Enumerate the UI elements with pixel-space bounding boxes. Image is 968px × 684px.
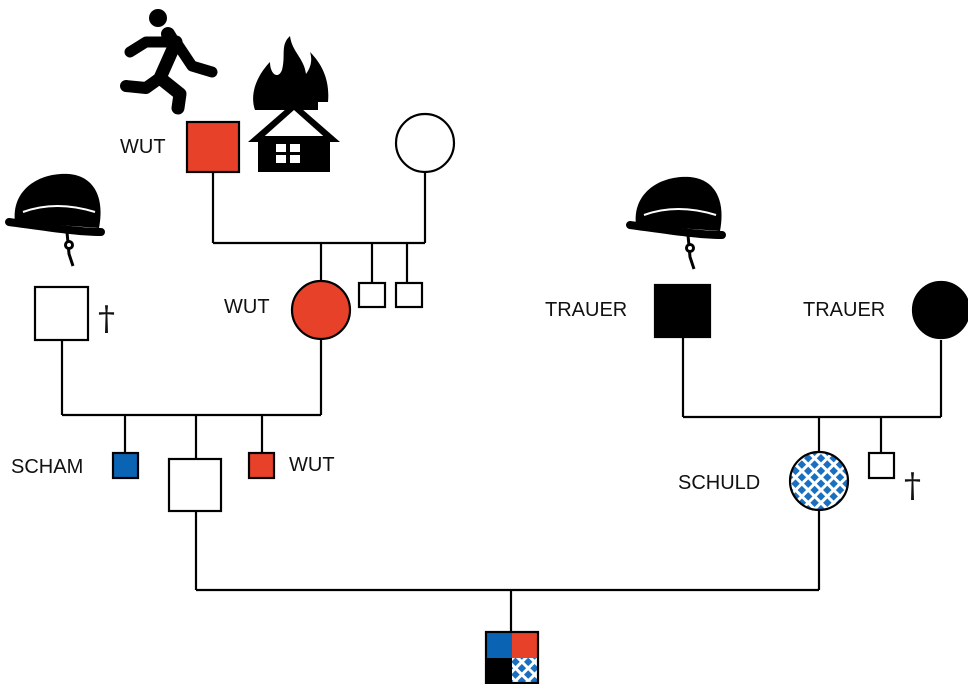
child-quadrant-schuld <box>512 658 538 684</box>
label-scham: SCHAM <box>11 456 83 478</box>
label-trauer-grandfather: TRAUER <box>545 299 627 321</box>
deceased-cross: † <box>98 299 115 339</box>
grandmother-wut-circle <box>290 279 352 341</box>
sibling-square-1 <box>357 281 387 309</box>
child-composite-square <box>484 630 540 684</box>
soldier-helmet-icon <box>626 176 726 270</box>
label-schuld: SCHULD <box>678 472 760 494</box>
child-quadrant-trauer <box>486 658 512 684</box>
child-quadrant-wut <box>512 632 538 658</box>
great-grandfather-wut-square <box>185 120 241 174</box>
father-square <box>167 457 223 513</box>
great-grandmother-circle <box>394 112 456 174</box>
child-square-outline <box>484 630 540 684</box>
mother-schuld-circle <box>788 450 850 512</box>
family-lines <box>60 172 943 632</box>
child-quadrant-scham <box>486 632 512 658</box>
deceased-cross-right: † <box>904 466 921 506</box>
grandmother-trauer-circle <box>911 280 968 340</box>
sibling-square-2 <box>394 281 424 309</box>
burning-house-icon <box>248 36 340 172</box>
soldier-helmet-icon <box>5 173 105 267</box>
label-grandmother: WUT <box>224 296 270 318</box>
label-great-grandfather: WUT <box>120 136 166 158</box>
grandfather-trauer-square <box>653 283 712 339</box>
mother-sibling-square <box>867 451 896 480</box>
aunt-wut-square <box>247 451 276 480</box>
label-trauer-grandmother: TRAUER <box>803 299 885 321</box>
label-wut-aunt: WUT <box>289 454 335 476</box>
grandfather-left-square <box>33 285 90 342</box>
running-person-icon <box>120 9 218 115</box>
uncle-scham-square <box>111 451 140 480</box>
